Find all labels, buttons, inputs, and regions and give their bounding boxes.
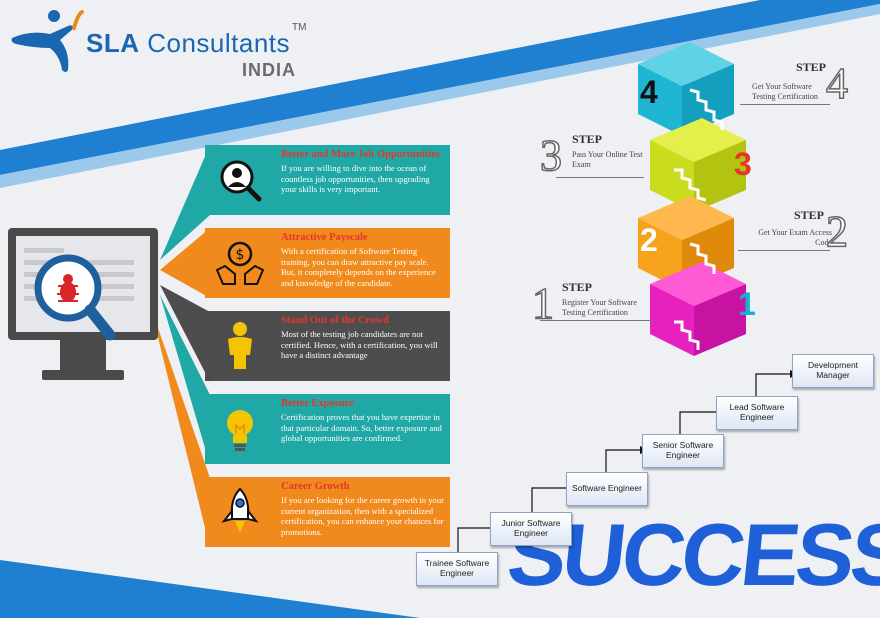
rocket-icon [221,487,259,533]
step-line-2 [738,250,830,251]
cube-number-4: 4 [640,74,658,110]
step-big-4: 4 [825,58,849,109]
benefit-desc: With a certification of Software Testing… [281,246,436,289]
benefit-title: Better Exposure [281,398,354,409]
step-text-2: Get Your Exam Access Code [758,228,832,247]
money-hands-icon: $ [215,241,265,285]
benefit-title: Better and More Job Opportunities [281,149,440,160]
cube-number-2: 2 [640,222,658,258]
lightbulb-icon [227,410,253,451]
benefit-card-job-opportunities: Better and More Job Opportunities If you… [205,145,450,215]
benefit-card-career-growth: Career Growth If you are looking for the… [205,477,450,547]
step-text-3: Pass Your Online Test Exam [572,150,643,169]
step-big-1: 1 [531,278,555,329]
job-search-icon [220,160,262,202]
step-label-3: STEP [572,132,603,146]
career-box-engineer: Software Engineer [566,472,648,506]
step-big-3: 3 [539,130,563,181]
cube-number-3: 3 [734,146,752,182]
step-line-3 [556,177,644,178]
benefit-card-exposure: Better Exposure Certification proves tha… [205,394,450,464]
career-box-senior: Senior Software Engineer [642,434,724,468]
benefit-desc: If you are willing to dive into the ocea… [281,163,430,195]
person-icon [228,322,252,369]
trademark-mark: TM [292,22,307,33]
career-box-junior: Junior Software Engineer [490,512,572,546]
career-box-lead: Lead Software Engineer [716,396,798,430]
step-line-4 [740,104,830,105]
monitor-illustration [8,145,210,548]
cube-number-1: 1 [738,286,756,322]
step-line-1 [540,320,652,321]
brand-name: SLA Consultants [86,28,291,58]
step-cubes [638,42,746,356]
step-label-4: STEP [796,60,827,74]
step-label-2: STEP [794,208,825,222]
benefit-title: Stand Out of the Crowd [281,315,389,326]
career-box-manager: Development Manager [792,354,874,388]
benefit-desc: Most of the testing job candidates are n… [281,329,438,361]
benefit-title: Career Growth [281,481,350,492]
benefit-title: Attractive Payscale [281,232,368,243]
benefit-card-payscale: $ Attractive Payscale With a certificati… [205,228,450,298]
runner-logo-icon [11,10,84,72]
step-text-4: Get Your Software Testing Certification [752,82,818,101]
benefit-desc: If you are looking for the career growth… [281,495,444,538]
step-text-1: Register Your Software Testing Certifica… [562,298,637,317]
career-box-trainee: Trainee Software Engineer [416,552,498,586]
svg-text:$: $ [236,247,245,263]
step-label-1: STEP [562,280,593,294]
benefit-card-stand-out: Stand Out of the Crowd Most of the testi… [205,311,450,381]
brand-country: INDIA [242,60,296,80]
brand-logo: SLA Consultants TM INDIA [10,8,310,80]
benefit-desc: Certification proves that you have exper… [281,412,442,444]
step-big-2: 2 [825,206,849,257]
